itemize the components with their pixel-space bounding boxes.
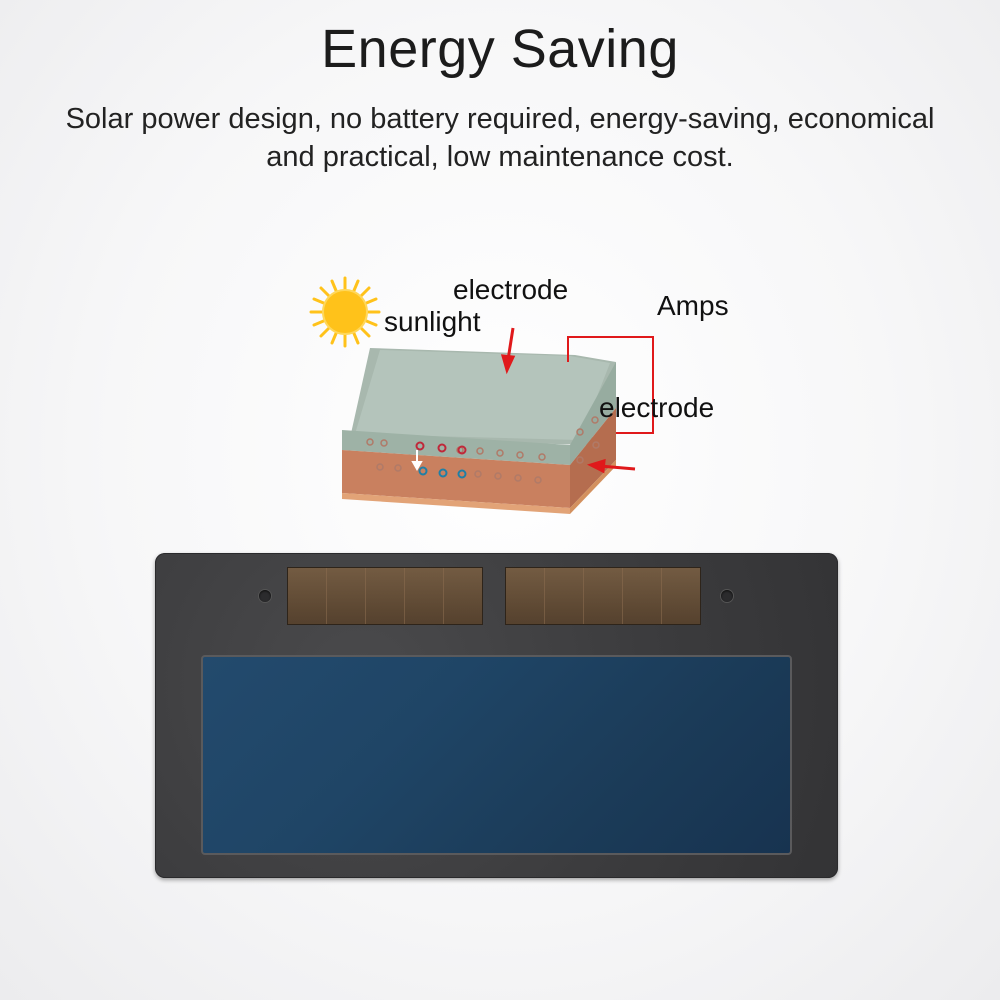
- label-amps: Amps: [657, 290, 729, 321]
- sun-icon: [309, 276, 381, 348]
- solar-cell-diagram: electrode sunlight Amps electrode: [280, 260, 760, 530]
- amps-circuit: [567, 336, 654, 434]
- label-sunlight: sunlight: [384, 306, 481, 337]
- filter-lens: [201, 655, 792, 855]
- label-electrode-top: electrode: [453, 274, 569, 305]
- solar-cell-right: [505, 567, 701, 625]
- charge-dots: [366, 416, 600, 484]
- left-screw: [259, 590, 271, 602]
- page-subtitle: Solar power design, no battery required,…: [0, 100, 1000, 176]
- page-title: Energy Saving: [321, 19, 679, 79]
- subtitle-line-2: and practical, low maintenance cost.: [266, 141, 734, 173]
- subtitle-line-1: Solar power design, no battery required,…: [65, 103, 935, 135]
- label-electrode-side: electrode: [599, 392, 715, 423]
- right-screw: [721, 590, 733, 602]
- solar-cell-illustration: [309, 276, 654, 514]
- electrode-top-arrow: [500, 327, 516, 375]
- electrode-side-arrow: [586, 458, 636, 474]
- auto-darkening-filter: [155, 553, 838, 878]
- solar-cell-left: [287, 567, 483, 625]
